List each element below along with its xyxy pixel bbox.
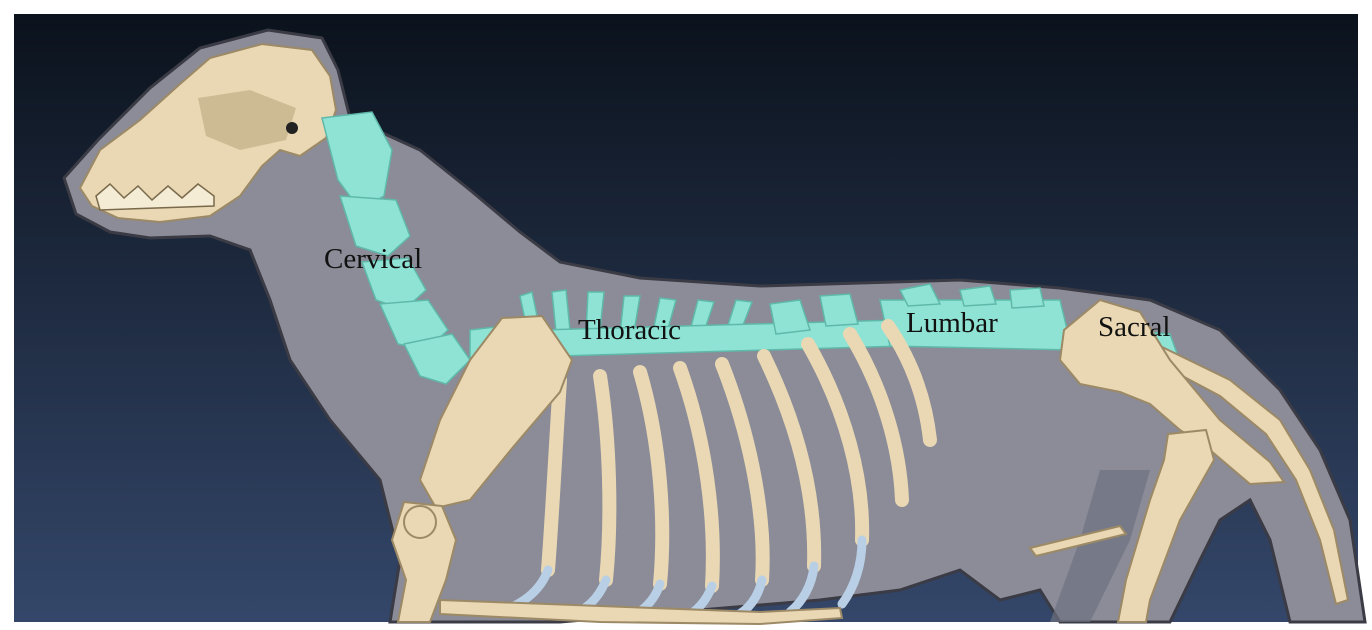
lumbar-label: Lumbar xyxy=(906,307,998,339)
thoracic-label: Thoracic xyxy=(578,314,681,346)
sacral-label: Sacral xyxy=(1098,311,1170,343)
shoulder-joint xyxy=(404,506,436,538)
cervical-label: Cervical xyxy=(324,243,422,275)
